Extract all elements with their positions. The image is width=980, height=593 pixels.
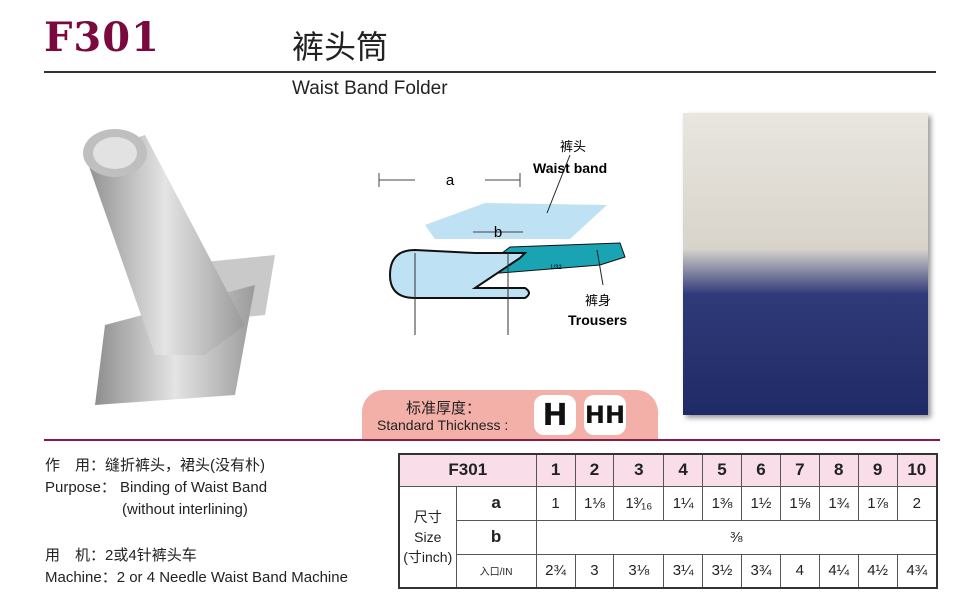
row-b-value: ⅜ <box>535 519 938 555</box>
row-a-cell: 2 <box>896 485 938 521</box>
row-a-cell: 1⅜ <box>702 485 742 521</box>
machine-photo <box>683 113 928 415</box>
row-in-cell: 4½ <box>857 553 898 589</box>
row-in-cell: 2¾ <box>535 553 576 589</box>
purpose-section: 作 用：缝折裤头，裙头(没有朴) Purpose： Binding of Wai… <box>45 455 267 521</box>
model-code: F301 <box>44 14 160 61</box>
purpose-cn-label: 作 用： <box>45 457 106 474</box>
machine-en-label: Machine： <box>45 569 117 586</box>
row-in-cell: 3 <box>574 553 615 589</box>
size-header: 4 <box>663 453 704 487</box>
row-a-label: a <box>455 485 537 521</box>
size-header: 6 <box>740 453 781 487</box>
purpose-cn: 缝折裤头，裙头(没有朴) <box>105 457 266 474</box>
row-a-cell: 1⅞ <box>857 485 898 521</box>
row-a-cell: 1¾ <box>818 485 859 521</box>
fold-diagram: a b 1/32 裤头 Waist band 裤身 Trousers <box>378 139 627 335</box>
size-header: 9 <box>857 453 898 487</box>
row-a-cell: 1 <box>535 485 576 521</box>
machine-section: 用 机：2或4针裤头车 Machine：2 or 4 Needle Waist … <box>45 545 348 589</box>
row-a-cell: 1½ <box>740 485 781 521</box>
title-en: Waist Band Folder <box>292 78 448 99</box>
trousers-cn: 裤身 <box>585 293 611 308</box>
row-in-cell: 3½ <box>702 553 742 589</box>
row-in-cell: 4¾ <box>896 553 938 589</box>
label-a: a <box>446 172 455 189</box>
row-a-cell: 1³⁄₁₆ <box>613 485 665 521</box>
table-model: F301 <box>398 453 537 487</box>
row-in-cell: 3¼ <box>663 553 704 589</box>
row-a-cell: 1⅝ <box>779 485 820 521</box>
waistband-en: Waist band <box>533 160 607 176</box>
label-b: b <box>494 224 502 241</box>
purpose-en2: (without interlining) <box>122 501 248 518</box>
machine-cn-label: 用 机： <box>45 547 106 564</box>
thickness-hh: HH <box>584 395 626 435</box>
row-in-cell: 3⅛ <box>613 553 665 589</box>
size-header: 7 <box>779 453 820 487</box>
row-in-cell: 4 <box>779 553 820 589</box>
size-header: 8 <box>818 453 859 487</box>
size-header: 1 <box>535 453 576 487</box>
size-header: 3 <box>613 453 665 487</box>
machine-cn: 2或4针裤头车 <box>105 547 197 564</box>
row-in-cell: 3¾ <box>740 553 781 589</box>
size-header: 10 <box>896 453 938 487</box>
row-a-cell: 1¼ <box>663 485 704 521</box>
standard-thickness-badge: 标准厚度： Standard Thickness : H HH <box>362 390 658 440</box>
thickness-label-cn: 标准厚度： <box>406 400 482 417</box>
divider <box>44 439 940 441</box>
thickness-h: H <box>534 395 576 435</box>
trousers-en: Trousers <box>568 312 627 328</box>
size-header: 5 <box>702 453 742 487</box>
machine-en: 2 or 4 Needle Waist Band Machine <box>116 569 348 586</box>
row-in-cell: 4¼ <box>818 553 859 589</box>
gap-label: 1/32 <box>550 265 562 271</box>
purpose-en-label: Purpose： <box>45 479 116 496</box>
waistband-cn: 裤头 <box>560 139 586 154</box>
folder-product-photo <box>83 129 275 405</box>
title-cn: 裤头筒 <box>292 29 389 65</box>
purpose-en: Binding of Waist Band <box>120 479 268 496</box>
row-a-cell: 1⅛ <box>574 485 615 521</box>
row-b-label: b <box>455 519 537 555</box>
row-in-label: 入口/IN <box>455 553 537 589</box>
size-header: 2 <box>574 453 615 487</box>
thickness-label-en: Standard Thickness : <box>377 417 509 433</box>
divider <box>44 71 936 73</box>
